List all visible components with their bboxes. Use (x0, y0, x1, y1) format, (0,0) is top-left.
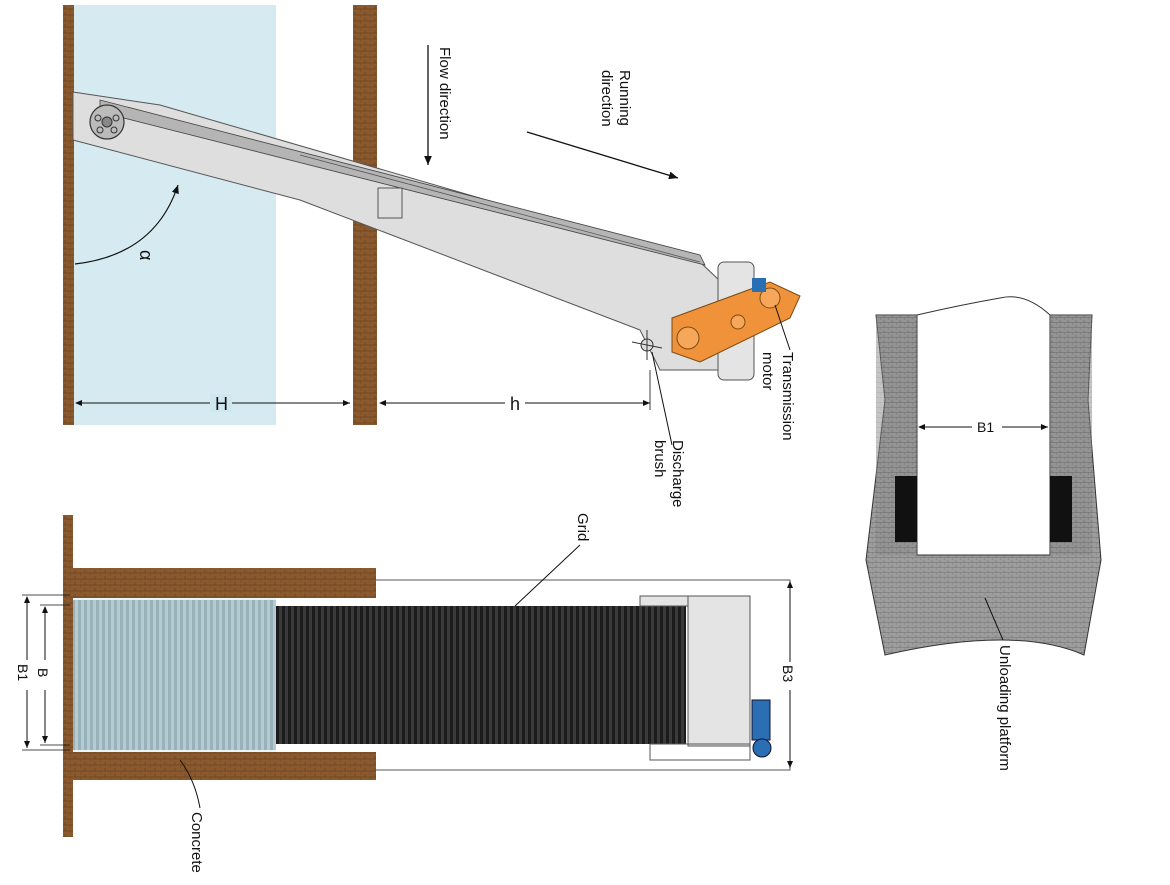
plan-head-housing (687, 595, 751, 747)
unloading-platform-view: B1 Unloading platform (865, 296, 1102, 771)
bottom-sprocket (89, 104, 125, 140)
dim-B3-label: B3 (780, 665, 796, 682)
wall-bracket (377, 187, 403, 219)
plan-view: Grid B B1 B3 Concrete (15, 513, 800, 873)
dim-h-label: h (510, 394, 520, 414)
grid-submerged (73, 600, 276, 750)
dim-B-label: B (35, 668, 51, 677)
alpha-angle-arrow (74, 184, 179, 265)
platform-post-left (895, 476, 917, 542)
grid-label: Grid (574, 513, 591, 541)
dim-B1-label-left: B1 (15, 664, 31, 681)
drive-unit (671, 278, 801, 363)
plan-motor-icon (751, 699, 772, 758)
transmission-label-1: Transmission (779, 352, 796, 441)
plan-wall (63, 515, 73, 837)
platform-post-right (1050, 476, 1072, 542)
alpha-label: α (136, 250, 156, 260)
dim-H-label: H (215, 394, 228, 414)
discharge-label-1: Discharge (669, 440, 686, 508)
discharge-brush-icon (631, 330, 663, 360)
running-direction-label-1: Running (616, 70, 633, 126)
concrete-bottom (73, 752, 376, 780)
water-channel (73, 5, 276, 425)
channel-wall-left (63, 5, 74, 425)
side-view: α Flow direction Running direction Trans… (63, 5, 801, 508)
screen-frame (72, 91, 741, 371)
flow-direction-label: Flow direction (436, 47, 453, 140)
running-direction-label-2: direction (598, 70, 615, 127)
dim-B1-label-right: B1 (977, 419, 994, 435)
concrete-label: Concrete (188, 812, 205, 873)
concrete-top (73, 568, 376, 598)
transmission-label-2: motor (759, 352, 776, 390)
unloading-platform-label: Unloading platform (996, 645, 1013, 771)
grid-dry (276, 606, 686, 744)
running-direction-arrow (526, 131, 679, 180)
discharge-label-2: brush (651, 440, 668, 478)
